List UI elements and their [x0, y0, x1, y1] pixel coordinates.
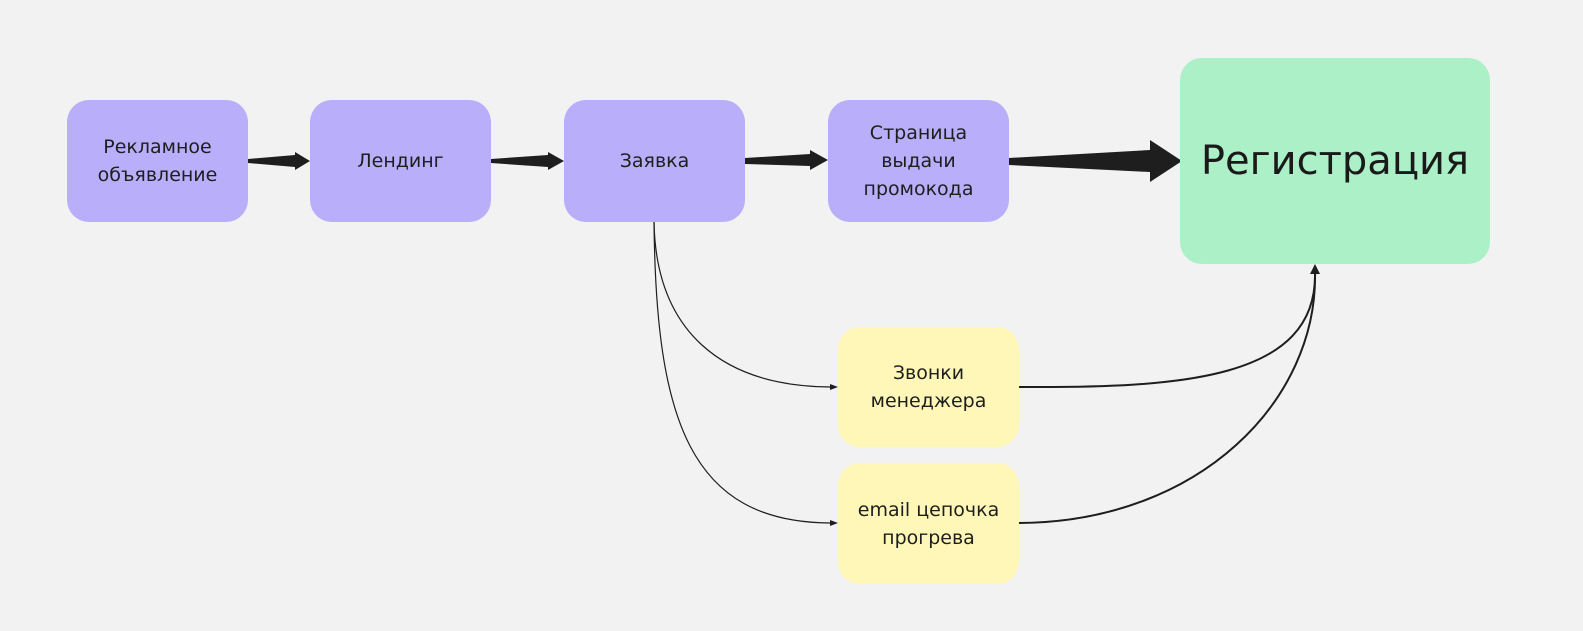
node-ad[interactable]: Рекламное объявление: [67, 100, 248, 222]
node-manager-calls-label: Звонки менеджера: [870, 362, 987, 412]
edge-request-to-promo: [745, 150, 828, 170]
edge-landing-to-request: [491, 152, 564, 170]
node-request[interactable]: Заявка: [564, 100, 745, 222]
edge-email-to-registration: [1018, 264, 1320, 524]
node-ad-label: Рекламное объявление: [97, 136, 218, 186]
node-registration-label: Регистрация: [1200, 138, 1470, 184]
node-promo-page-label: Страница выдачи промокода: [863, 122, 974, 200]
node-promo-page[interactable]: Страница выдачи промокода: [828, 100, 1009, 222]
edge-calls-to-registration: [1018, 271, 1317, 389]
node-email-chain-label: email цепочка прогрева: [857, 498, 1000, 549]
edge-request-to-email: [653, 221, 838, 526]
node-email-chain[interactable]: email цепочка прогрева: [838, 463, 1019, 584]
edge-ad-to-landing: [248, 152, 310, 170]
edge-request-to-calls: [653, 221, 838, 390]
node-landing-label: Лендинг: [357, 150, 444, 172]
node-request-label: Заявка: [619, 150, 690, 172]
node-manager-calls[interactable]: Звонки менеджера: [838, 327, 1019, 447]
node-landing[interactable]: Лендинг: [310, 100, 491, 222]
edge-promo-to-registration: [1009, 140, 1182, 182]
node-registration[interactable]: Регистрация: [1180, 58, 1490, 264]
